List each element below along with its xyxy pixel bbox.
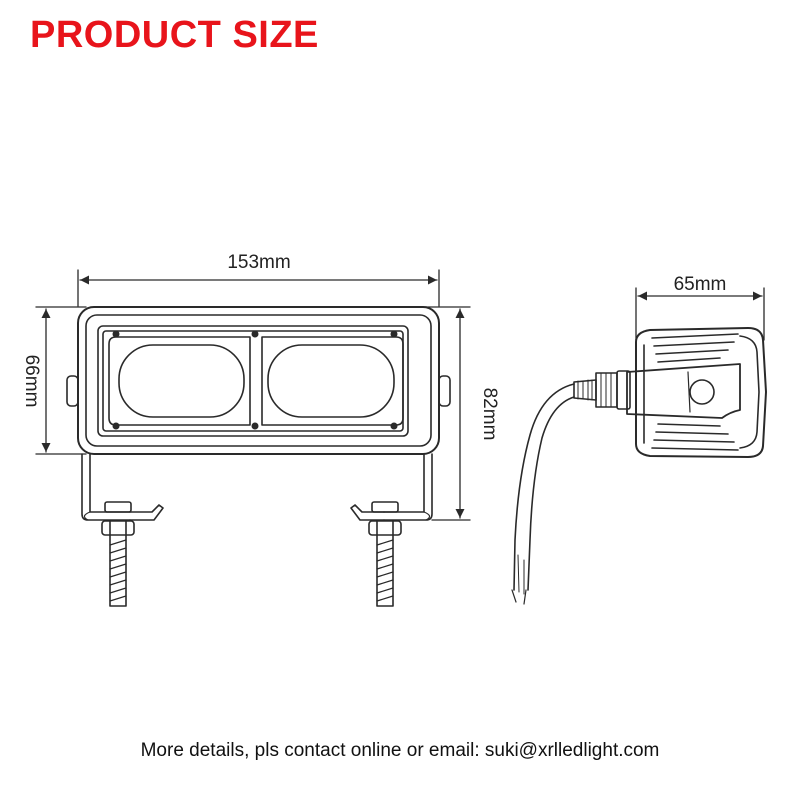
dim-inner-height-label: 66mm [21,355,42,408]
dim-total-height-label: 82mm [479,388,500,441]
dim-width [77,269,440,307]
dim-inner-height [35,306,87,455]
contact-footer: More details, pls contact online or emai… [140,740,660,761]
side-view [511,327,767,605]
dim-width-label: 153mm [227,252,290,273]
front-view [66,306,451,607]
page-title: PRODUCT SIZE [30,14,319,56]
dim-depth [635,287,765,341]
dim-total-height [404,306,471,521]
dim-depth-label: 65mm [674,274,727,295]
